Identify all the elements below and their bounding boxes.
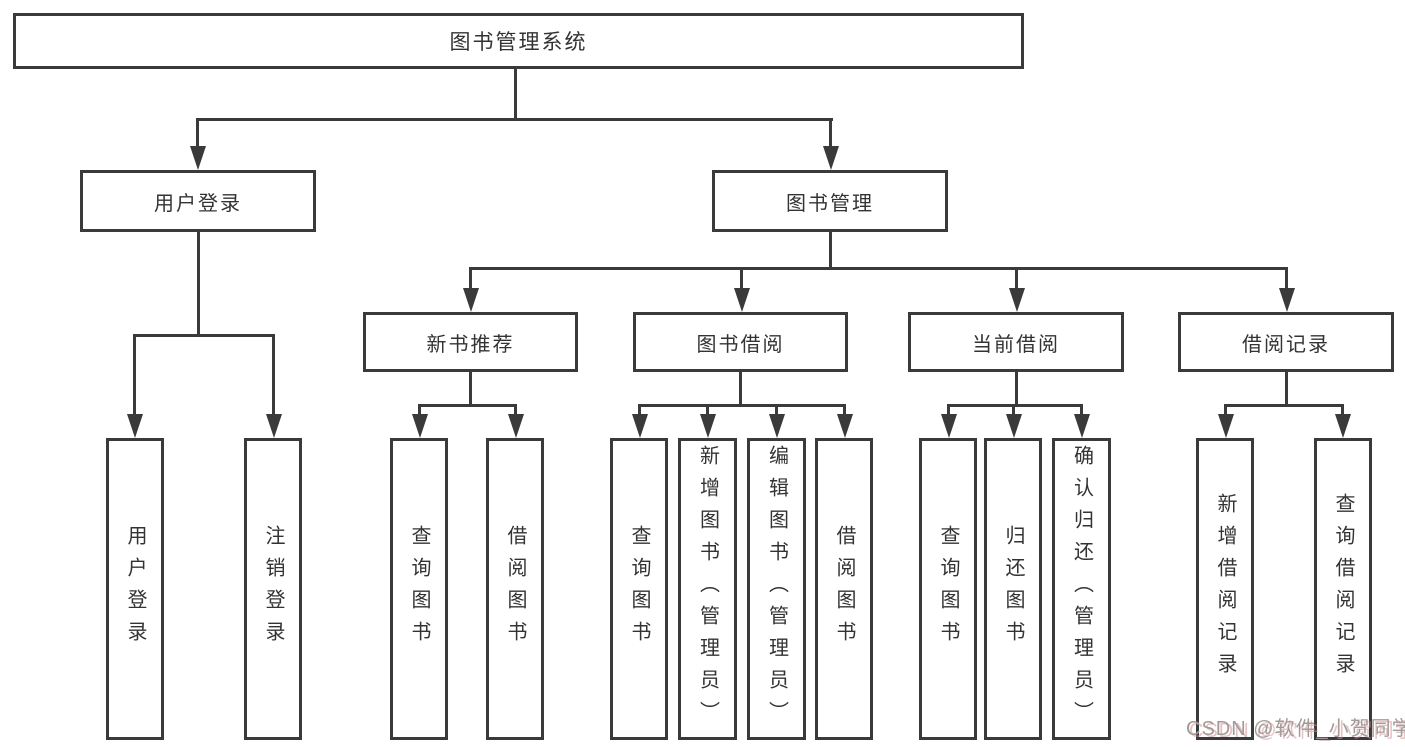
leaf-label: 用户登录 — [124, 525, 146, 653]
arrowhead-down — [1279, 288, 1295, 312]
arrowhead-down — [463, 288, 479, 312]
arrowhead-down — [941, 414, 957, 438]
node-current-borrowing: 当前借阅 — [908, 312, 1124, 372]
leaf-label: 新增借阅记录 — [1214, 493, 1236, 685]
connector-vline — [1285, 267, 1288, 289]
connector-vline — [843, 404, 846, 416]
arrowhead-down — [734, 288, 750, 312]
node-borrowing-records: 借阅记录 — [1178, 312, 1394, 372]
connector-vline — [638, 404, 641, 416]
arrowhead-down — [700, 414, 716, 438]
leaf-label: 借阅图书 — [504, 525, 526, 653]
connector-vline — [829, 118, 832, 147]
arrowhead-down — [508, 414, 524, 438]
leaf-label: 编辑图书（管理员） — [765, 445, 788, 733]
connector-hline — [418, 404, 517, 407]
leaf-return-book: 归还图书 — [984, 438, 1042, 740]
leaf-borrow-books-recommend: 借阅图书 — [486, 438, 544, 740]
leaf-label: 注销登录 — [262, 525, 284, 653]
arrowhead-down — [1074, 414, 1090, 438]
connector-vline — [739, 372, 742, 406]
connector-vline — [272, 334, 275, 415]
leaf-query-books-recommend: 查询图书 — [390, 438, 448, 740]
node-label: 图书借阅 — [696, 333, 785, 356]
connector-vline — [197, 232, 200, 336]
leaf-label: 查询图书 — [408, 525, 430, 653]
leaf-label: 查询借阅记录 — [1332, 493, 1354, 685]
leaf-label: 新增图书（管理员） — [696, 445, 719, 733]
node-library-management-system: 图书管理系统 — [13, 13, 1024, 69]
leaf-confirm-return-admin: 确认归还（管理员） — [1052, 438, 1111, 740]
leaf-label: 确认归还（管理员） — [1070, 445, 1093, 733]
connector-vline — [514, 404, 517, 416]
connector-vline — [1341, 404, 1344, 416]
leaf-edit-book-admin: 编辑图书（管理员） — [747, 438, 806, 740]
node-user-login: 用户登录 — [80, 170, 316, 232]
connector-vline — [706, 404, 709, 416]
connector-hline — [469, 267, 1288, 270]
connector-vline — [1285, 372, 1288, 406]
arrowhead-down — [837, 414, 853, 438]
arrowhead-down — [412, 414, 428, 438]
connector-vline — [1080, 404, 1083, 416]
node-book-borrowing: 图书借阅 — [633, 312, 848, 372]
connector-vline — [1012, 404, 1015, 416]
connector-vline — [829, 232, 832, 270]
arrowhead-down — [1218, 414, 1234, 438]
connector-vline — [133, 334, 136, 415]
node-book-management: 图书管理 — [712, 170, 948, 232]
leaf-label: 查询图书 — [937, 525, 959, 653]
leaf-label: 借阅图书 — [833, 525, 855, 653]
connector-vline — [418, 404, 421, 416]
connector-vline — [1224, 404, 1227, 416]
leaf-borrow-books-borrowing: 借阅图书 — [815, 438, 873, 740]
leaf-add-borrow-record: 新增借阅记录 — [1196, 438, 1254, 740]
arrowhead-down — [1006, 414, 1022, 438]
connector-vline — [469, 372, 472, 406]
node-label: 当前借阅 — [972, 333, 1060, 356]
node-label: 图书管理系统 — [449, 31, 588, 54]
arrowhead-down — [1335, 414, 1351, 438]
leaf-label: 归还图书 — [1002, 525, 1024, 653]
leaf-add-book-admin: 新增图书（管理员） — [678, 438, 737, 740]
leaf-label: 查询图书 — [628, 525, 650, 653]
connector-hline — [1224, 404, 1344, 407]
connector-vline — [1015, 372, 1018, 406]
leaf-query-books-borrowing: 查询图书 — [610, 438, 668, 740]
arrowhead-down — [266, 414, 282, 438]
connector-hline — [196, 118, 833, 121]
node-new-book-recommend: 新书推荐 — [363, 312, 578, 372]
connector-hline — [133, 334, 275, 337]
node-label: 图书管理 — [786, 192, 874, 215]
connector-vline — [1015, 267, 1018, 289]
leaf-query-books-current: 查询图书 — [919, 438, 977, 740]
arrowhead-down — [632, 414, 648, 438]
arrowhead-down — [823, 146, 839, 170]
leaf-logout: 注销登录 — [244, 438, 302, 740]
connector-vline — [947, 404, 950, 416]
connector-vline — [469, 267, 472, 289]
connector-vline — [196, 118, 199, 147]
connector-hline — [638, 404, 846, 407]
leaf-query-borrow-record: 查询借阅记录 — [1314, 438, 1372, 740]
arrowhead-down — [127, 414, 143, 438]
node-label: 借阅记录 — [1242, 333, 1330, 356]
node-label: 新书推荐 — [426, 333, 515, 356]
connector-vline — [740, 267, 743, 289]
connector-vline — [775, 404, 778, 416]
csdn-watermark: CSDN @软件_小贺同学 — [1186, 718, 1405, 740]
leaf-user-login: 用户登录 — [106, 438, 164, 740]
connector-vline — [514, 66, 517, 120]
node-label: 用户登录 — [154, 192, 242, 215]
arrowhead-down — [190, 146, 206, 170]
arrowhead-down — [769, 414, 785, 438]
arrowhead-down — [1009, 288, 1025, 312]
